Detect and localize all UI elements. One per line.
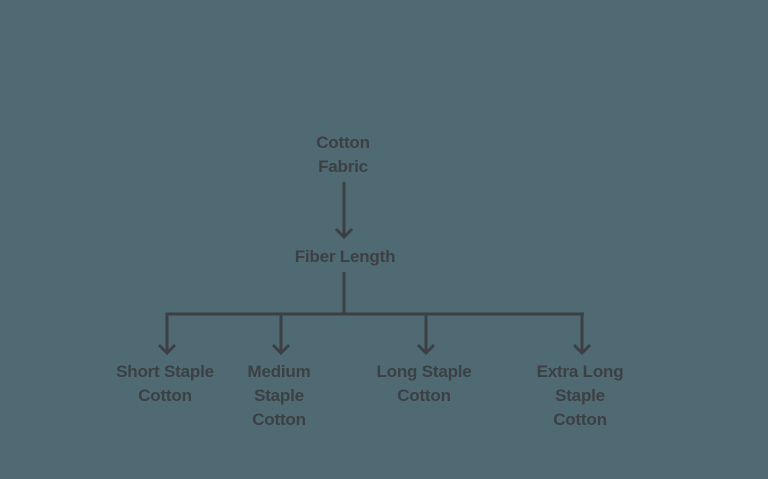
node-label-line: Cotton [138,386,192,405]
node-label-line: Staple [555,386,605,405]
node-label-line: Fiber Length [294,247,396,266]
arrowhead-icon [416,343,436,356]
node-label-line: Extra Long [536,362,624,381]
node-short-staple-cotton: Short Staple Cotton [116,360,214,408]
node-label-line: Short Staple [116,362,214,381]
arrowhead-icon [271,343,291,356]
node-label-line: Medium [247,362,311,381]
node-label-line: Cotton [252,410,306,429]
node-label-line: Staple [254,386,304,405]
node-extra-long-staple-cotton: Extra Long Staple Cotton [537,360,624,432]
node-label-line: Cotton [316,133,370,152]
node-label-line: Fabric [318,157,368,176]
node-fiber-length: Fiber Length [295,245,396,269]
node-medium-staple-cotton: Medium Staple Cotton [247,360,310,432]
node-label-line: Cotton [397,386,451,405]
arrowhead-icon [157,343,177,356]
node-label-line: Cotton [553,410,607,429]
arrowhead-icon [334,227,354,240]
node-label-line: Long Staple [376,362,472,381]
node-long-staple-cotton: Long Staple Cotton [376,360,471,408]
node-cotton-fabric: Cotton Fabric [316,131,370,179]
arrowhead-icon [572,343,592,356]
